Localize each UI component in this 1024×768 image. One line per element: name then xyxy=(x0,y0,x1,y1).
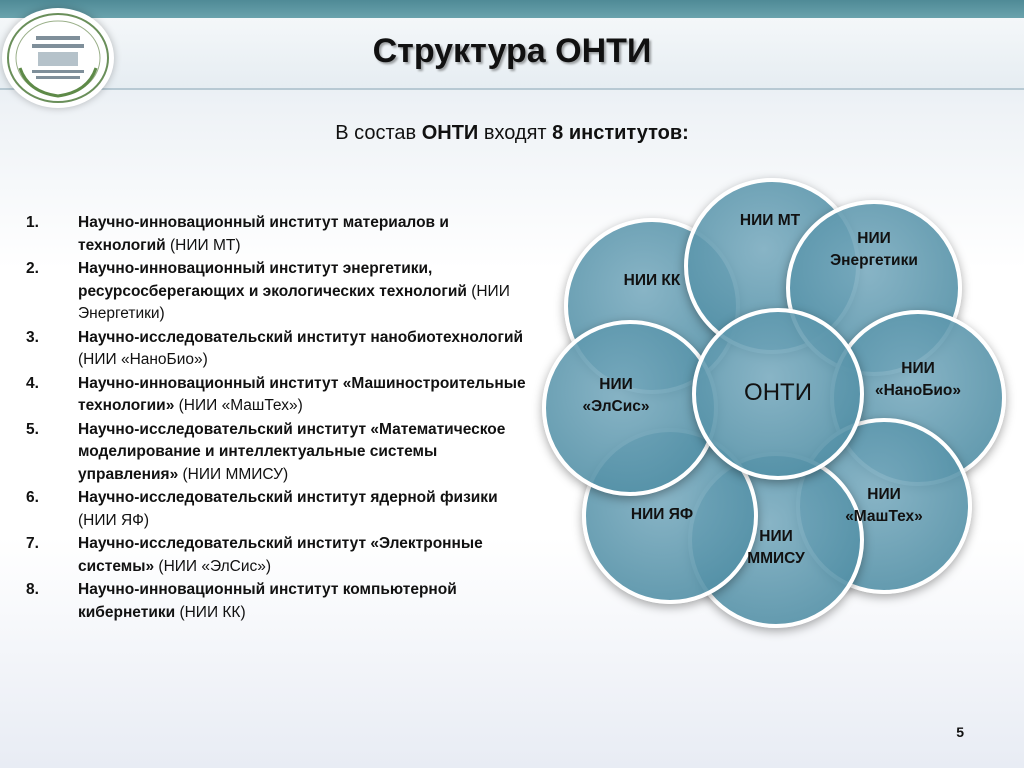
list-item-text: Научно-исследовательский институт «Элект… xyxy=(78,533,526,578)
top-bar xyxy=(0,0,1024,18)
center-label: ОНТИ xyxy=(744,379,812,406)
list-item: 7. Научно-исследовательский институт «Эле… xyxy=(26,533,526,578)
list-item-abbr: (НИИ ЯФ) xyxy=(78,511,150,529)
subtitle-prefix: В состав xyxy=(335,122,422,144)
list-item-abbr: (НИИ Энергетики) xyxy=(78,282,510,323)
node-onti-center xyxy=(692,308,864,480)
node-label: НИИ «МашТех» xyxy=(845,486,923,525)
list-item: 1. Научно-инновационный институт материал… xyxy=(26,212,526,257)
list-item-name: Научно-исследовательский институт наноби… xyxy=(78,328,524,346)
list-item-number: 4. xyxy=(26,374,39,392)
university-logo xyxy=(2,8,114,108)
list-item-abbr: (НИИ КК) xyxy=(175,603,246,621)
node-label: НИИ Энергетики xyxy=(830,230,918,269)
list-item-text: Научно-инновационный институт «Машиностр… xyxy=(78,373,526,418)
header-band xyxy=(0,18,1024,90)
list-item: 6. Научно-исследовательский институт ядер… xyxy=(26,487,526,532)
list-item-abbr: (НИИ «ЭлСис») xyxy=(154,557,272,575)
node-label: НИИ «НаноБио» xyxy=(874,360,962,399)
list-item-abbr: (НИИ МТ) xyxy=(165,236,241,254)
list-item-abbr: (НИИ ММИСУ) xyxy=(178,465,289,483)
subtitle-middle: входят xyxy=(478,122,553,144)
logo-emblem-icon xyxy=(7,13,109,103)
list-item-name: Научно-инновационный институт компьютерн… xyxy=(78,581,457,621)
list-item: 3. Научно-исследовательский институт нано… xyxy=(26,327,526,372)
node-label: НИИ КК xyxy=(623,272,681,289)
list-item-number: 6. xyxy=(26,489,39,506)
subtitle: В состав ОНТИ входят 8 институтов: xyxy=(0,122,1024,145)
list-item-abbr: (НИИ «НаноБио») xyxy=(78,351,208,368)
list-item: 8. Научно-инновационный институт компьюте… xyxy=(26,579,526,624)
list-item-name: Научно-инновационный институт материалов… xyxy=(78,214,449,254)
list-item-text: Научно-исследовательский институт наноби… xyxy=(78,327,526,372)
list-item: 4. Научно-инновационный институт «Машинос… xyxy=(26,373,526,418)
list-item-number: 3. xyxy=(26,328,39,346)
list-item-number: 1. xyxy=(26,214,39,231)
list-item-text: Научно-инновационный институт компьютерн… xyxy=(78,579,526,624)
node-label: НИИ ЯФ xyxy=(630,506,694,523)
list-item-text: Научно-инновационный институт материалов… xyxy=(78,212,526,257)
list-item-name: Научно-инновационный институт энергетики… xyxy=(78,260,467,300)
list-item-name: Научно-исследовательский институт «Элект… xyxy=(78,535,483,575)
list-item-name: Научно-исследовательский институт ядерно… xyxy=(78,489,498,506)
onti-structure-diagram: НИИ КК НИИ МТ НИИ Энергетики НИИ «НаноБи… xyxy=(530,170,1020,660)
page-number: 5 xyxy=(956,724,964,740)
node-label: НИИ МТ xyxy=(739,212,801,229)
list-item: 5. Научно-исследовательский институт «Мат… xyxy=(26,419,526,487)
list-item-number: 8. xyxy=(26,581,39,598)
node-label: НИИ ММИСУ xyxy=(747,528,805,567)
list-item-number: 7. xyxy=(26,535,39,552)
institutes-list: 1. Научно-инновационный институт материал… xyxy=(26,212,526,625)
node-label: НИИ «ЭлСис» xyxy=(582,376,650,415)
list-item: 2. Научно-инновационный институт энергети… xyxy=(26,258,526,326)
subtitle-org: ОНТИ xyxy=(421,122,479,144)
list-item-text: Научно-инновационный институт энергетики… xyxy=(78,258,526,326)
list-item-name: Научно-инновационный институт «Машиностр… xyxy=(78,374,526,415)
list-item-text: Научно-исследовательский институт ядерно… xyxy=(78,487,526,532)
list-item-text: Научно-исследовательский институт «Матем… xyxy=(78,419,526,487)
list-item-abbr: (НИИ «МашТех») xyxy=(174,397,303,414)
page-title: Структура ОНТИ xyxy=(372,32,652,70)
subtitle-count: 8 институтов: xyxy=(552,122,689,144)
list-item-number: 5. xyxy=(26,420,39,438)
list-item-name: Научно-исследовательский институт «Матем… xyxy=(78,420,506,483)
list-item-number: 2. xyxy=(26,260,39,277)
